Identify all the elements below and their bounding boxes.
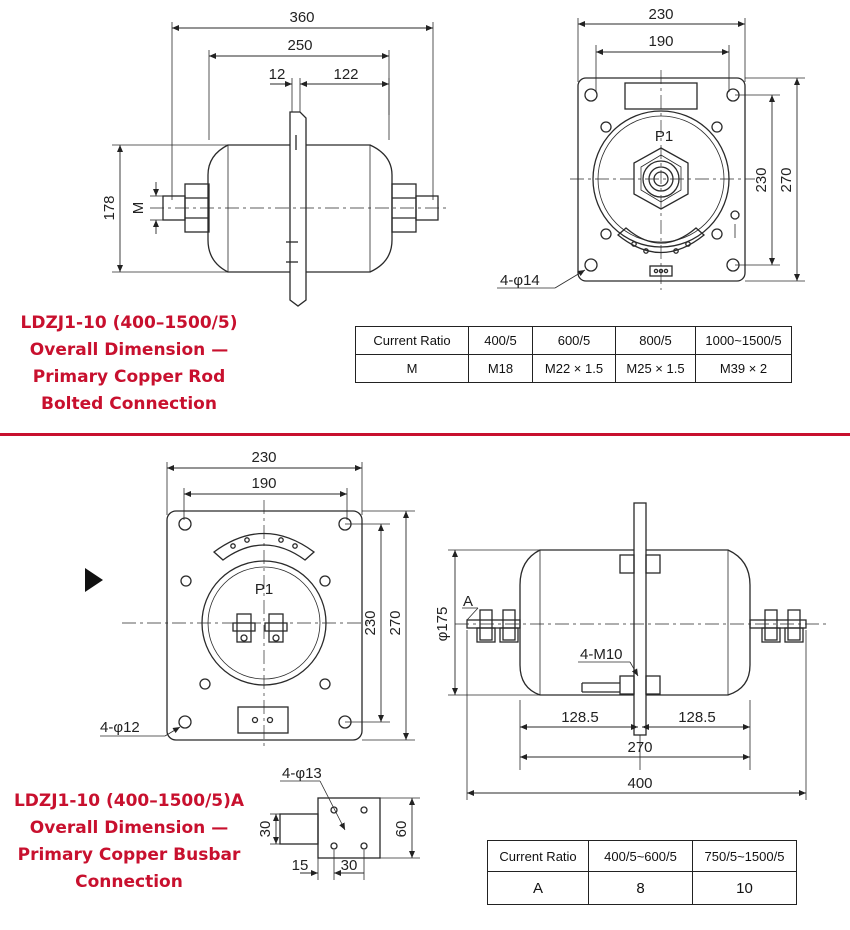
dim-270-body: 270 [627, 739, 652, 756]
top-title-line-1: LDZJ1-10 (400–1500/5) [20, 313, 238, 333]
bottom-spec-table: Current Ratio 400/5~600/5 750/5~1500/5 A… [487, 840, 797, 905]
dim-128-5-right: 128.5 [678, 709, 716, 726]
top-spec-cell: M25 × 1.5 [615, 354, 696, 383]
dim-m: M [130, 202, 147, 215]
dim-270-h-b: 270 [387, 610, 404, 635]
dim-230-w-b: 230 [251, 449, 276, 466]
top-title-line-4: Bolted Connection [41, 394, 217, 414]
top-spec-table: Current Ratio 400/5 600/5 800/5 1000~150… [355, 326, 792, 383]
busbar-a-label: A [463, 593, 473, 610]
bottom-side-view [448, 502, 830, 800]
terminal-p1-label: P1 [655, 128, 673, 145]
bottom-side-view-labels: φ175 A 4-M10 128.5 128.5 270 400 [434, 593, 716, 792]
dim-30-h: 30 [341, 857, 358, 874]
bottom-spec-header-row: Current Ratio 400/5~600/5 750/5~1500/5 [487, 840, 797, 872]
bottom-spec-header-cell: Current Ratio [487, 840, 589, 872]
top-spec-header-cell: 1000~1500/5 [695, 326, 792, 355]
top-title: LDZJ1-10 (400–1500/5) Overall Dimension … [0, 310, 258, 418]
top-spec-header-cell: 800/5 [615, 326, 696, 355]
dim-230-w: 230 [648, 6, 673, 23]
bottom-spec-cell: 10 [692, 871, 797, 905]
dim-400: 400 [627, 775, 652, 792]
top-front-view [497, 18, 805, 290]
bottom-spec-cell: A [487, 871, 589, 905]
bottom-spec-row: A 8 10 [487, 871, 797, 905]
bottom-title: LDZJ1-10 (400–1500/5)A Overall Dimension… [0, 788, 258, 896]
bottom-front-view [100, 462, 415, 750]
top-spec-header-row: Current Ratio 400/5 600/5 800/5 1000~150… [355, 326, 792, 355]
dim-122: 122 [333, 66, 358, 83]
top-title-line-3: Primary Copper Rod [32, 367, 226, 387]
busbar-holes-label: 4-φ13 [282, 765, 322, 782]
dim-128-5-left: 128.5 [561, 709, 599, 726]
holes-label: 4-φ14 [500, 272, 540, 289]
bottom-title-line-1: LDZJ1-10 (400–1500/5)A [13, 791, 245, 811]
bottom-front-view-labels: 230 190 P1 230 270 4-φ12 [100, 449, 404, 736]
dim-30-v: 30 [257, 821, 274, 838]
bottom-spec-header-cell: 400/5~600/5 [588, 840, 693, 872]
bottom-spec-cell: 8 [588, 871, 693, 905]
top-front-view-labels: 230 190 P1 230 270 4-φ14 [500, 6, 795, 289]
top-spec-header-cell: Current Ratio [355, 326, 469, 355]
top-title-line-2: Overall Dimension — [29, 340, 229, 360]
top-spec-cell: M [355, 354, 469, 383]
top-side-view-dims: 360 250 12 122 178 M [101, 9, 359, 221]
dim-230-h: 230 [753, 167, 770, 192]
holes-label-b: 4-φ12 [100, 719, 140, 736]
busbar-detail [270, 780, 420, 880]
bolts-label: 4-M10 [580, 646, 623, 663]
top-spec-header-cell: 600/5 [532, 326, 616, 355]
dim-12: 12 [269, 66, 286, 83]
bottom-title-line-2: Overall Dimension — [29, 818, 229, 838]
dim-190-w: 190 [648, 33, 673, 50]
top-spec-header-cell: 400/5 [468, 326, 533, 355]
top-spec-row: M M18 M22 × 1.5 M25 × 1.5 M39 × 2 [355, 354, 792, 383]
dim-360: 360 [289, 9, 314, 26]
terminal-p1-label-b: P1 [255, 581, 273, 598]
bottom-title-line-3: Primary Copper Busbar [17, 845, 241, 865]
dim-250: 250 [287, 37, 312, 54]
section-divider [0, 433, 850, 436]
bottom-title-line-4: Connection [75, 872, 183, 892]
top-spec-cell: M39 × 2 [695, 354, 792, 383]
busbar-detail-labels: 4-φ13 30 60 15 30 [257, 765, 410, 874]
top-side-view [112, 22, 450, 307]
top-spec-cell: M22 × 1.5 [532, 354, 616, 383]
dim-270-h: 270 [778, 167, 795, 192]
triangle-pointer-icon [85, 568, 103, 592]
top-spec-cell: M18 [468, 354, 533, 383]
dim-60-v: 60 [393, 821, 410, 838]
bottom-spec-header-cell: 750/5~1500/5 [692, 840, 797, 872]
dim-phi175: φ175 [434, 607, 451, 642]
dim-190-w-b: 190 [251, 475, 276, 492]
dim-230-h-b: 230 [362, 610, 379, 635]
dim-178: 178 [101, 195, 118, 220]
dim-15: 15 [292, 857, 309, 874]
